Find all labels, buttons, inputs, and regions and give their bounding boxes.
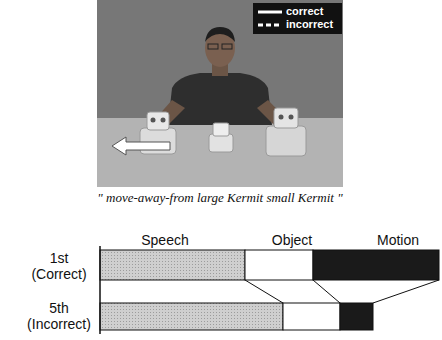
motion-arrow [112,137,170,155]
legend-line-solid [258,11,282,14]
object-bar [245,250,313,280]
timing-chart [100,246,439,334]
column-label: Speech [141,232,188,248]
legend-box [253,3,342,34]
person-torso [168,73,272,125]
legend-line-dashed [258,24,282,27]
photo [97,0,343,187]
axis-line [99,246,101,334]
column-label: Motion [377,232,419,248]
object-bar [283,303,340,330]
legend-text: correct [286,5,323,18]
utterance-caption: " move-away-from large Kermit small Kerm… [97,191,342,206]
photo-table [97,118,343,187]
legend-text: incorrect [286,18,333,31]
alignment-line [245,280,283,303]
person-glasses [222,44,232,49]
column-label: Object [272,232,312,248]
person-glasses [208,44,218,49]
toy-right [266,108,306,156]
alignment-line [373,280,439,303]
row-label: 5th (Incorrect) [22,300,96,332]
photo-ground [97,0,343,187]
person-hair [205,27,235,42]
row-label: 1st (Correct) [22,250,96,282]
motion-bar [313,250,439,280]
toy-middle [209,123,233,152]
motion-bar [340,303,373,330]
speech-bar [100,250,245,280]
alignment-line [313,280,340,303]
speech-bar [100,303,283,330]
